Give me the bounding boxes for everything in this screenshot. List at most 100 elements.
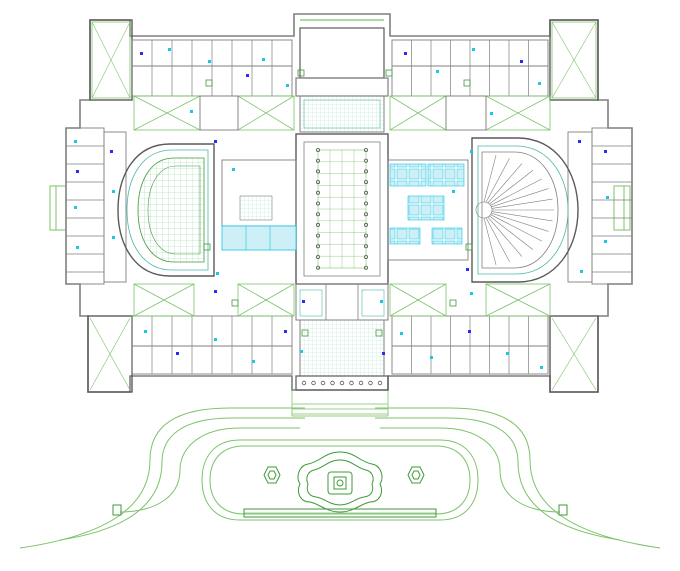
east-room-dividers [592, 145, 632, 273]
column [363, 190, 368, 195]
fixture-marker [208, 60, 211, 63]
column-base [231, 299, 239, 307]
seating-row [490, 178, 543, 206]
fixture-marker [490, 112, 493, 115]
column [311, 380, 316, 386]
seating-row [487, 216, 523, 257]
dais [475, 201, 493, 219]
fixture-marker [452, 190, 455, 193]
column [315, 180, 320, 185]
column [315, 222, 320, 227]
light-court-s-right [389, 283, 447, 317]
fixture-marker [246, 74, 249, 77]
west-portico [49, 185, 67, 231]
column-base [301, 329, 309, 337]
seating-row [488, 215, 534, 250]
fixture-marker [540, 366, 543, 369]
semicircular-chamber-east [471, 137, 579, 283]
fixture-marker [520, 60, 523, 63]
column [363, 158, 368, 163]
curved-drive-right-inner [375, 417, 621, 541]
north-vestibule [299, 95, 385, 133]
light-court-sw [133, 283, 195, 317]
east-portico [613, 185, 631, 231]
fixture-marker [112, 190, 115, 193]
curved-drive-right-outer [375, 407, 661, 549]
south-portico-columns [301, 380, 383, 386]
column [349, 380, 354, 386]
fixture-marker [74, 206, 77, 209]
fixture-marker [112, 236, 115, 239]
fixture-marker [262, 58, 265, 61]
fixture-marker [110, 150, 113, 153]
fixture-marker [214, 290, 217, 293]
column [377, 380, 383, 386]
fixture-marker [302, 300, 305, 303]
seating-row [491, 188, 549, 208]
fixture-marker [404, 52, 407, 55]
column [363, 147, 368, 152]
column [363, 222, 368, 227]
light-court-s-left [237, 283, 295, 317]
column [320, 380, 326, 386]
gate-post-right [558, 504, 568, 516]
fixture-marker [436, 70, 439, 73]
column [315, 147, 320, 152]
planter-right [407, 466, 425, 484]
column [315, 190, 320, 195]
radial-seating [475, 155, 554, 265]
fixture-marker [506, 352, 509, 355]
light-court-nw [133, 95, 201, 131]
column-base [203, 243, 211, 251]
column-base [465, 243, 473, 251]
gate-post-left [112, 504, 122, 516]
fixture-marker [74, 140, 77, 143]
seating-row [491, 211, 553, 222]
central-colonnaded-hall [295, 133, 389, 285]
column [315, 169, 320, 174]
south-portico [295, 319, 389, 391]
fixture-marker [580, 270, 583, 273]
column [363, 169, 368, 174]
seating-row [491, 212, 549, 232]
seating-row [491, 198, 553, 209]
column [368, 380, 373, 386]
seating-row [485, 217, 510, 262]
fixture-marker [578, 140, 581, 143]
fixture-marker [284, 330, 287, 333]
fixture-marker [140, 52, 143, 55]
forecourt [19, 407, 661, 549]
fixture-marker [76, 246, 79, 249]
light-court-n-right [389, 95, 447, 131]
column [363, 265, 368, 270]
seating-row [485, 158, 510, 203]
column [339, 380, 345, 386]
column-base [297, 69, 305, 77]
column [363, 244, 368, 249]
fixture-marker [472, 48, 475, 51]
column-base [375, 329, 383, 337]
column [363, 201, 368, 206]
column [315, 233, 320, 238]
fixture-marker [430, 356, 433, 359]
fixture-marker [300, 350, 303, 353]
column-base [385, 69, 393, 77]
seating-row [483, 155, 497, 203]
hall-gridlines [318, 150, 366, 268]
seating-row [487, 163, 523, 204]
fixture-marker [470, 292, 473, 295]
light-court-n-left [237, 95, 295, 131]
fixture-marker [400, 332, 403, 335]
seating-row [490, 214, 543, 242]
column [301, 380, 307, 386]
column [315, 201, 320, 206]
fixture-marker [216, 272, 219, 275]
fixture-marker [604, 240, 607, 243]
fixture-marker [190, 110, 193, 113]
column-base [463, 79, 471, 87]
corner-pavilion-ne [549, 19, 599, 101]
curved-drive-left-inner [59, 417, 305, 541]
oval-court-outer [201, 439, 479, 521]
fixture-marker [168, 48, 171, 51]
